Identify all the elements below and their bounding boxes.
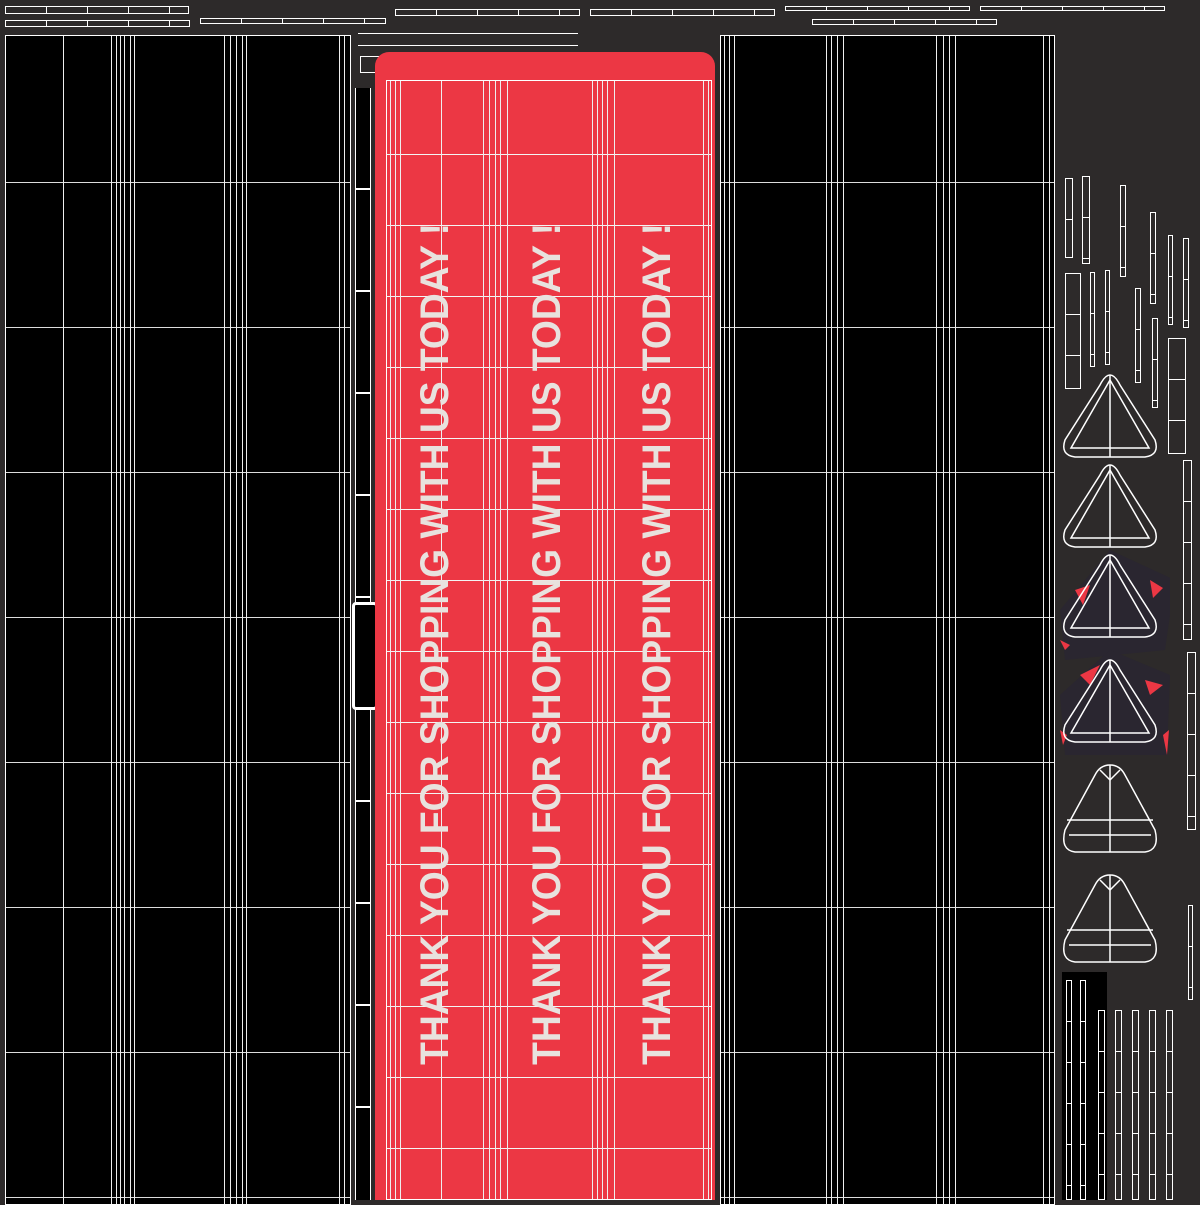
triangle-uv-islands (1060, 374, 1170, 963)
uv-strip-side (1065, 178, 1073, 258)
triangle-island-1 (1063, 374, 1157, 458)
uv-strip-side (1120, 185, 1126, 277)
uv-strip-side (1080, 980, 1086, 1200)
uv-line (358, 45, 578, 46)
uv-strip-side (1183, 238, 1189, 328)
uv-strip-side (1188, 905, 1193, 1000)
bag-front-panel: THANK YOU FOR SHOPPING WITH US TODAY ! T… (375, 52, 715, 1200)
triangle-island-2 (1063, 464, 1157, 548)
bag-front-wireframe (386, 80, 712, 1200)
uv-strip-side (1065, 273, 1081, 389)
bag-side-panel-left (5, 35, 351, 1205)
uv-strip-side (1098, 1010, 1105, 1200)
uv-strip-side (1187, 652, 1196, 830)
triangle-island-3 (1060, 550, 1170, 660)
triangle-island-6 (1063, 874, 1157, 963)
uv-strip-side (1132, 1010, 1139, 1200)
uv-strip-side (1152, 318, 1158, 408)
uv-strip-side (1166, 1010, 1173, 1200)
uv-strip-top (395, 9, 580, 16)
uv-strip-side (1090, 272, 1095, 367)
uv-strip-side (1168, 338, 1186, 454)
uv-strip-side (1082, 176, 1090, 264)
uv-strip-side (1183, 460, 1192, 640)
slogan-text-2: THANK YOU FOR SHOPPING WITH US TODAY ! (525, 222, 569, 1065)
uv-strip-side (1115, 1010, 1122, 1200)
uv-strip-top (812, 19, 997, 25)
uv-strip-side (1105, 270, 1110, 365)
slogan-text-3: THANK YOU FOR SHOPPING WITH US TODAY ! (635, 222, 679, 1065)
uv-strip-side (1135, 288, 1141, 383)
uv-strip-top (200, 18, 386, 24)
uv-strip-side (1066, 980, 1072, 1200)
slogan-text-1: THANK YOU FOR SHOPPING WITH US TODAY ! (413, 222, 457, 1065)
uv-strip-top (785, 6, 970, 11)
bag-side-panel-right (720, 35, 1055, 1205)
uv-strip-top (5, 20, 190, 27)
triangle-island-5 (1063, 764, 1157, 853)
uv-strip-top (5, 6, 189, 14)
triangle-island-4 (1060, 650, 1170, 755)
uv-strip-top (590, 9, 775, 16)
uv-line (358, 33, 578, 34)
uv-strip-side (1150, 212, 1156, 304)
uv-strip-side (1168, 235, 1173, 325)
uv-strip-top (980, 6, 1165, 11)
uv-strip-side (1149, 1010, 1156, 1200)
